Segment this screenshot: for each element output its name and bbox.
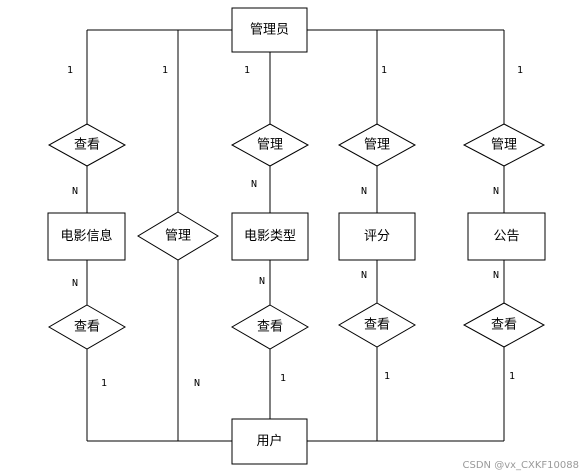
entity-notice: 公告: [467, 212, 546, 261]
relationship-user-view-type-label: 查看: [257, 319, 283, 335]
cardinality-label: 1: [509, 371, 515, 382]
cardinality-label: N: [361, 186, 367, 197]
entity-rating-label: 评分: [364, 229, 390, 244]
entity-movie-info-label: 电影信息: [60, 228, 112, 244]
cardinality-labels: 1 1 1 1 1 N N N N N N N N 1 N 1 1 1: [67, 65, 523, 389]
relationship-user-view-rating: 查看: [338, 302, 416, 348]
cardinality-label: 1: [280, 373, 286, 384]
relationship-admin-manage-user-label: 管理: [165, 229, 191, 244]
entity-admin: 管理员: [231, 7, 308, 53]
cardinality-label: N: [493, 270, 499, 281]
entity-rating: 评分: [338, 212, 416, 261]
cardinality-label: N: [361, 270, 367, 281]
entity-notice-label: 公告: [493, 229, 519, 244]
relationship-admin-manage-rating: 管理: [337, 123, 417, 167]
cardinality-label: 1: [101, 378, 107, 389]
relationship-admin-manage-notice: 管理: [462, 123, 546, 167]
relationship-admin-manage-rating-label: 管理: [364, 138, 390, 153]
relationship-user-view-notice-label: 查看: [491, 317, 517, 333]
cardinality-label: 1: [381, 65, 387, 76]
entity-user: 用户: [231, 418, 308, 465]
relationship-admin-manage-type: 管理: [230, 123, 310, 167]
relationship-admin-manage-type-label: 管理: [257, 138, 283, 153]
cardinality-label: N: [72, 278, 78, 289]
relationship-user-view-rating-label: 查看: [364, 317, 390, 333]
cardinality-label: N: [72, 186, 78, 197]
relationship-admin-view-movie: 查看: [47, 123, 127, 167]
cardinality-label: 1: [162, 65, 168, 76]
relationship-user-view-notice: 查看: [462, 302, 546, 348]
relationship-user-view-movie-label: 查看: [74, 319, 100, 335]
cardinality-label: N: [194, 378, 200, 389]
entity-movie-type-label: 电影类型: [244, 229, 296, 244]
cardinality-label: 1: [384, 371, 390, 382]
relationship-admin-view-movie-label: 查看: [74, 137, 100, 153]
relationship-admin-manage-notice-label: 管理: [491, 138, 517, 153]
entity-movie-info: 电影信息: [47, 212, 126, 261]
cardinality-label: 1: [244, 65, 250, 76]
entity-admin-label: 管理员: [250, 23, 289, 38]
connector-lines: [86, 29, 505, 442]
cardinality-label: 1: [517, 65, 523, 76]
cardinality-label: N: [251, 179, 257, 190]
relationship-user-view-type: 查看: [231, 304, 309, 350]
relationship-admin-manage-user: 管理: [137, 211, 219, 261]
cardinality-label: 1: [67, 65, 73, 76]
entity-movie-type: 电影类型: [231, 212, 309, 261]
entity-user-label: 用户: [256, 433, 282, 449]
cardinality-label: N: [259, 276, 265, 287]
cardinality-label: N: [493, 186, 499, 197]
relationship-user-view-movie: 查看: [48, 304, 126, 350]
watermark-text: CSDN @vx_CXKF10088: [463, 460, 579, 471]
